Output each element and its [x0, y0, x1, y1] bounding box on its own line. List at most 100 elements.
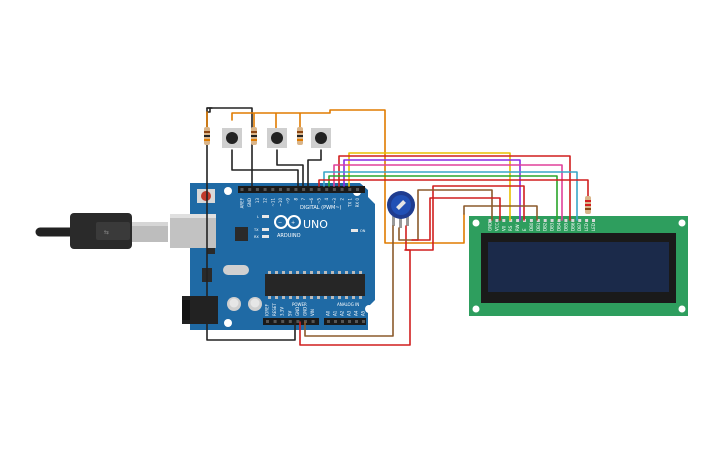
lcd-pin-label: E — [522, 228, 527, 231]
power-pin-label: VIN — [310, 309, 315, 316]
potentiometer — [387, 191, 415, 228]
digital-pin-label: 2 — [340, 198, 345, 201]
analog-pin-label: A1 — [333, 310, 338, 316]
lcd-pin-hole — [536, 219, 540, 222]
digital-pin-hole — [263, 188, 267, 191]
led-l-label: L — [257, 215, 259, 219]
digital-pin-hole — [248, 188, 252, 191]
wires — [206, 107, 589, 346]
usb-cable: ⇆ — [35, 213, 168, 249]
lcd-pin-hole — [495, 219, 499, 222]
digital-pin-label: ~6 — [309, 198, 314, 204]
lcd-pin-hole — [543, 219, 547, 222]
analog-pin-label: A2 — [340, 310, 345, 316]
digital-pin-label: 13 — [255, 198, 260, 204]
digital-pin-label: TX 1 — [347, 198, 352, 208]
lcd-pin-hole — [502, 219, 506, 222]
lcd-pin-hole — [578, 219, 582, 222]
digital-pin-hole — [240, 188, 244, 191]
digital-pin-label: RX 0 — [355, 198, 360, 208]
digital-pin-label: 7 — [301, 198, 306, 201]
svg-text:−: − — [278, 220, 282, 226]
led-rx-label: RX — [254, 235, 259, 239]
lcd-pin-label: DB1 — [536, 222, 541, 231]
lcd-pin-label: DB0 — [529, 222, 534, 231]
pushbutton-1 — [222, 128, 242, 148]
power-label: POWER — [292, 302, 307, 307]
digital-pin-label: 12 — [263, 198, 268, 204]
analog-pin-label: A4 — [354, 310, 359, 316]
digital-pin-hole — [309, 188, 313, 191]
led-tx-label: TX — [253, 228, 259, 232]
lcd-pin-label: DB3 — [550, 222, 555, 231]
power-pin-label: GND — [303, 307, 308, 316]
lcd-pin-hole — [516, 219, 520, 222]
digital-pin-hole — [340, 188, 344, 191]
lcd-pin-label: GND — [488, 222, 493, 231]
digital-pin-label: ~3 — [332, 198, 337, 204]
wire-orange-5v — [231, 109, 465, 244]
brand-label: ARDUINO — [277, 233, 301, 239]
digital-pin-hole — [332, 188, 336, 191]
analog-label: ANALOG IN — [337, 302, 359, 307]
lcd-pin-hole — [550, 219, 554, 222]
digital-pin-hole — [325, 188, 329, 191]
resistor-backlight — [585, 196, 591, 214]
digital-pin-label: ~11 — [270, 198, 275, 207]
svg-text:+: + — [291, 220, 295, 226]
digital-pin-hole — [356, 188, 359, 191]
lcd-pin-hole — [571, 219, 575, 222]
digital-pin-hole — [317, 188, 321, 191]
power-pin-label: IOREF — [265, 303, 270, 316]
lcd-pin-label: DB5 — [563, 222, 568, 231]
digital-pin-hole — [255, 188, 259, 191]
analog-pin-label: A5 — [361, 310, 366, 316]
lcd-pin-label: DB7 — [577, 222, 582, 231]
arduino-logo: − + — [274, 215, 301, 229]
analog-pin-label: A0 — [326, 310, 331, 316]
analog-pin-label: A3 — [347, 310, 352, 316]
components-row — [204, 127, 591, 214]
digital-pin-label: AREF — [240, 197, 245, 208]
led-on-label: ON — [360, 229, 366, 233]
digital-pin-label: GND — [247, 198, 252, 207]
atmega-chip — [265, 274, 365, 296]
digital-pin-label: ~9 — [286, 198, 291, 204]
lcd-pin-label: LED — [584, 223, 589, 231]
wire-green — [328, 175, 558, 221]
digital-pin-hole — [348, 188, 352, 191]
lcd-pin-hole — [509, 219, 513, 222]
pushbutton-2 — [267, 128, 287, 148]
resistor-1 — [204, 127, 210, 145]
lcd-pin-label: DB4 — [557, 222, 562, 231]
lcd-pin-hole — [592, 219, 595, 222]
lcd-pin-label: VCC — [494, 222, 499, 231]
lcd-pin-label: DB6 — [570, 222, 575, 231]
lcd-pin-hole — [529, 219, 533, 222]
lcd-pin-hole — [557, 219, 561, 222]
digital-pin-hole — [294, 188, 298, 191]
digital-pin-hole — [279, 188, 282, 191]
wire-purple — [343, 159, 521, 221]
lcd-pin-label: RW — [515, 224, 520, 231]
lcd-pin-hole — [488, 219, 492, 222]
wire-black-ground — [206, 107, 296, 341]
wire-red-power — [299, 249, 411, 346]
model-label: UNO — [303, 218, 328, 231]
lcd-pin-label: V0 — [501, 225, 506, 231]
resistor-2 — [251, 127, 257, 145]
svg-text:⇆: ⇆ — [104, 229, 109, 236]
analog-header — [324, 318, 366, 325]
lcd-screen — [488, 242, 669, 292]
digital-pin-hole — [286, 188, 290, 191]
lcd-pin-hole — [585, 219, 589, 222]
lcd-pin-hole — [564, 219, 568, 222]
wire-brown — [304, 225, 394, 337]
power-pin-label: 5V — [287, 310, 292, 316]
resistor-3 — [297, 127, 303, 145]
digital-header-label: DIGITAL (PWM~) — [300, 205, 342, 211]
lcd-pin-label: DB2 — [543, 222, 548, 231]
digital-pin-label: ~5 — [317, 198, 322, 204]
